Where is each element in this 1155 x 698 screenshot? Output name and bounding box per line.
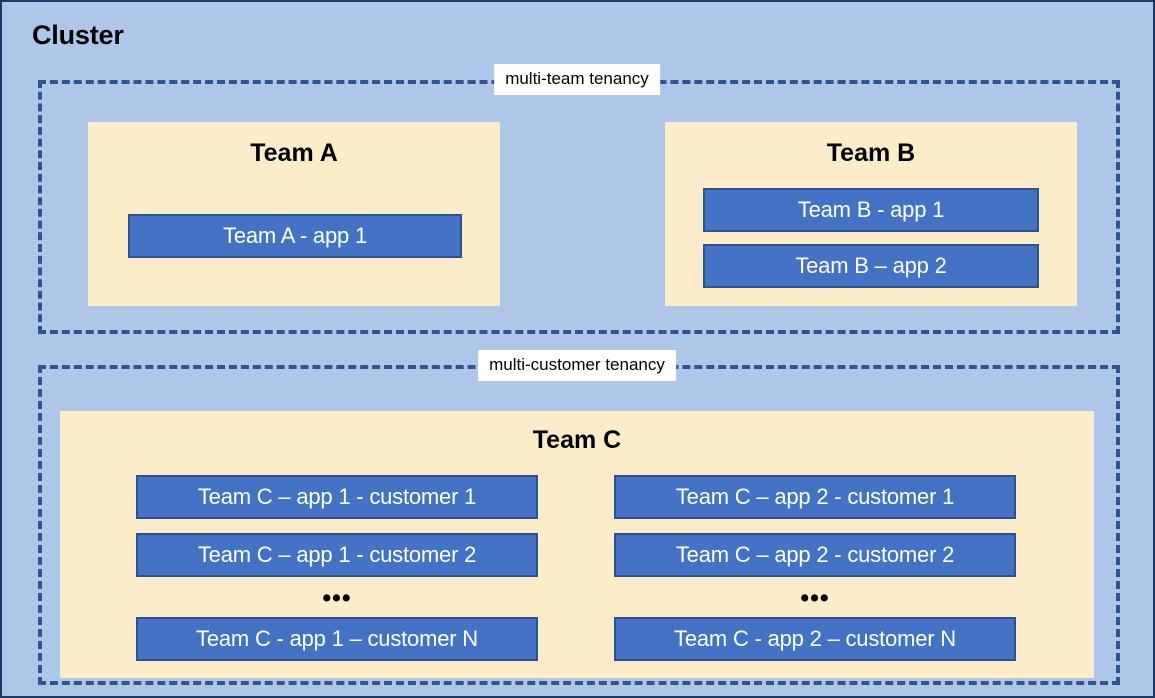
tenancy-label-multi-customer: multi-customer tenancy xyxy=(478,350,676,381)
app-box-team-c-app-1-customer-1[interactable]: Team C – app 1 - customer 1 xyxy=(136,475,538,519)
app-box-team-a-app-1[interactable]: Team A - app 1 xyxy=(128,214,462,258)
app-box-team-c-app-2-customer-1[interactable]: Team C – app 2 - customer 1 xyxy=(614,475,1016,519)
tenancy-label-multi-team: multi-team tenancy xyxy=(494,64,660,95)
app-box-team-c-app-1-customer-2[interactable]: Team C – app 1 - customer 2 xyxy=(136,533,538,577)
cluster-title: Cluster xyxy=(32,20,124,50)
ellipsis-team-c-app-1: ••• xyxy=(322,584,352,612)
team-b-title: Team B xyxy=(826,139,916,167)
team-a-title: Team A xyxy=(250,139,338,167)
tenancy-group-multi-team: Team A Team A - app 1 Team B Team B - ap… xyxy=(38,80,1120,334)
team-c-title: Team C xyxy=(532,426,622,454)
app-box-team-b-app-1[interactable]: Team B - app 1 xyxy=(703,188,1039,232)
app-box-team-b-app-2[interactable]: Team B – app 2 xyxy=(703,244,1039,288)
ellipsis-team-c-app-2: ••• xyxy=(800,584,830,612)
team-box-team-a: Team A Team A - app 1 xyxy=(88,122,500,306)
app-box-team-c-app-2-customer-n[interactable]: Team C - app 2 – customer N xyxy=(614,617,1016,661)
team-box-team-c: Team C Team C – app 1 - customer 1 Team … xyxy=(60,411,1094,678)
app-box-team-c-app-1-customer-n[interactable]: Team C - app 1 – customer N xyxy=(136,617,538,661)
tenancy-group-multi-customer: Team C Team C – app 1 - customer 1 Team … xyxy=(38,365,1120,685)
app-box-team-c-app-2-customer-2[interactable]: Team C – app 2 - customer 2 xyxy=(614,533,1016,577)
team-box-team-b: Team B Team B - app 1 Team B – app 2 xyxy=(665,122,1077,306)
